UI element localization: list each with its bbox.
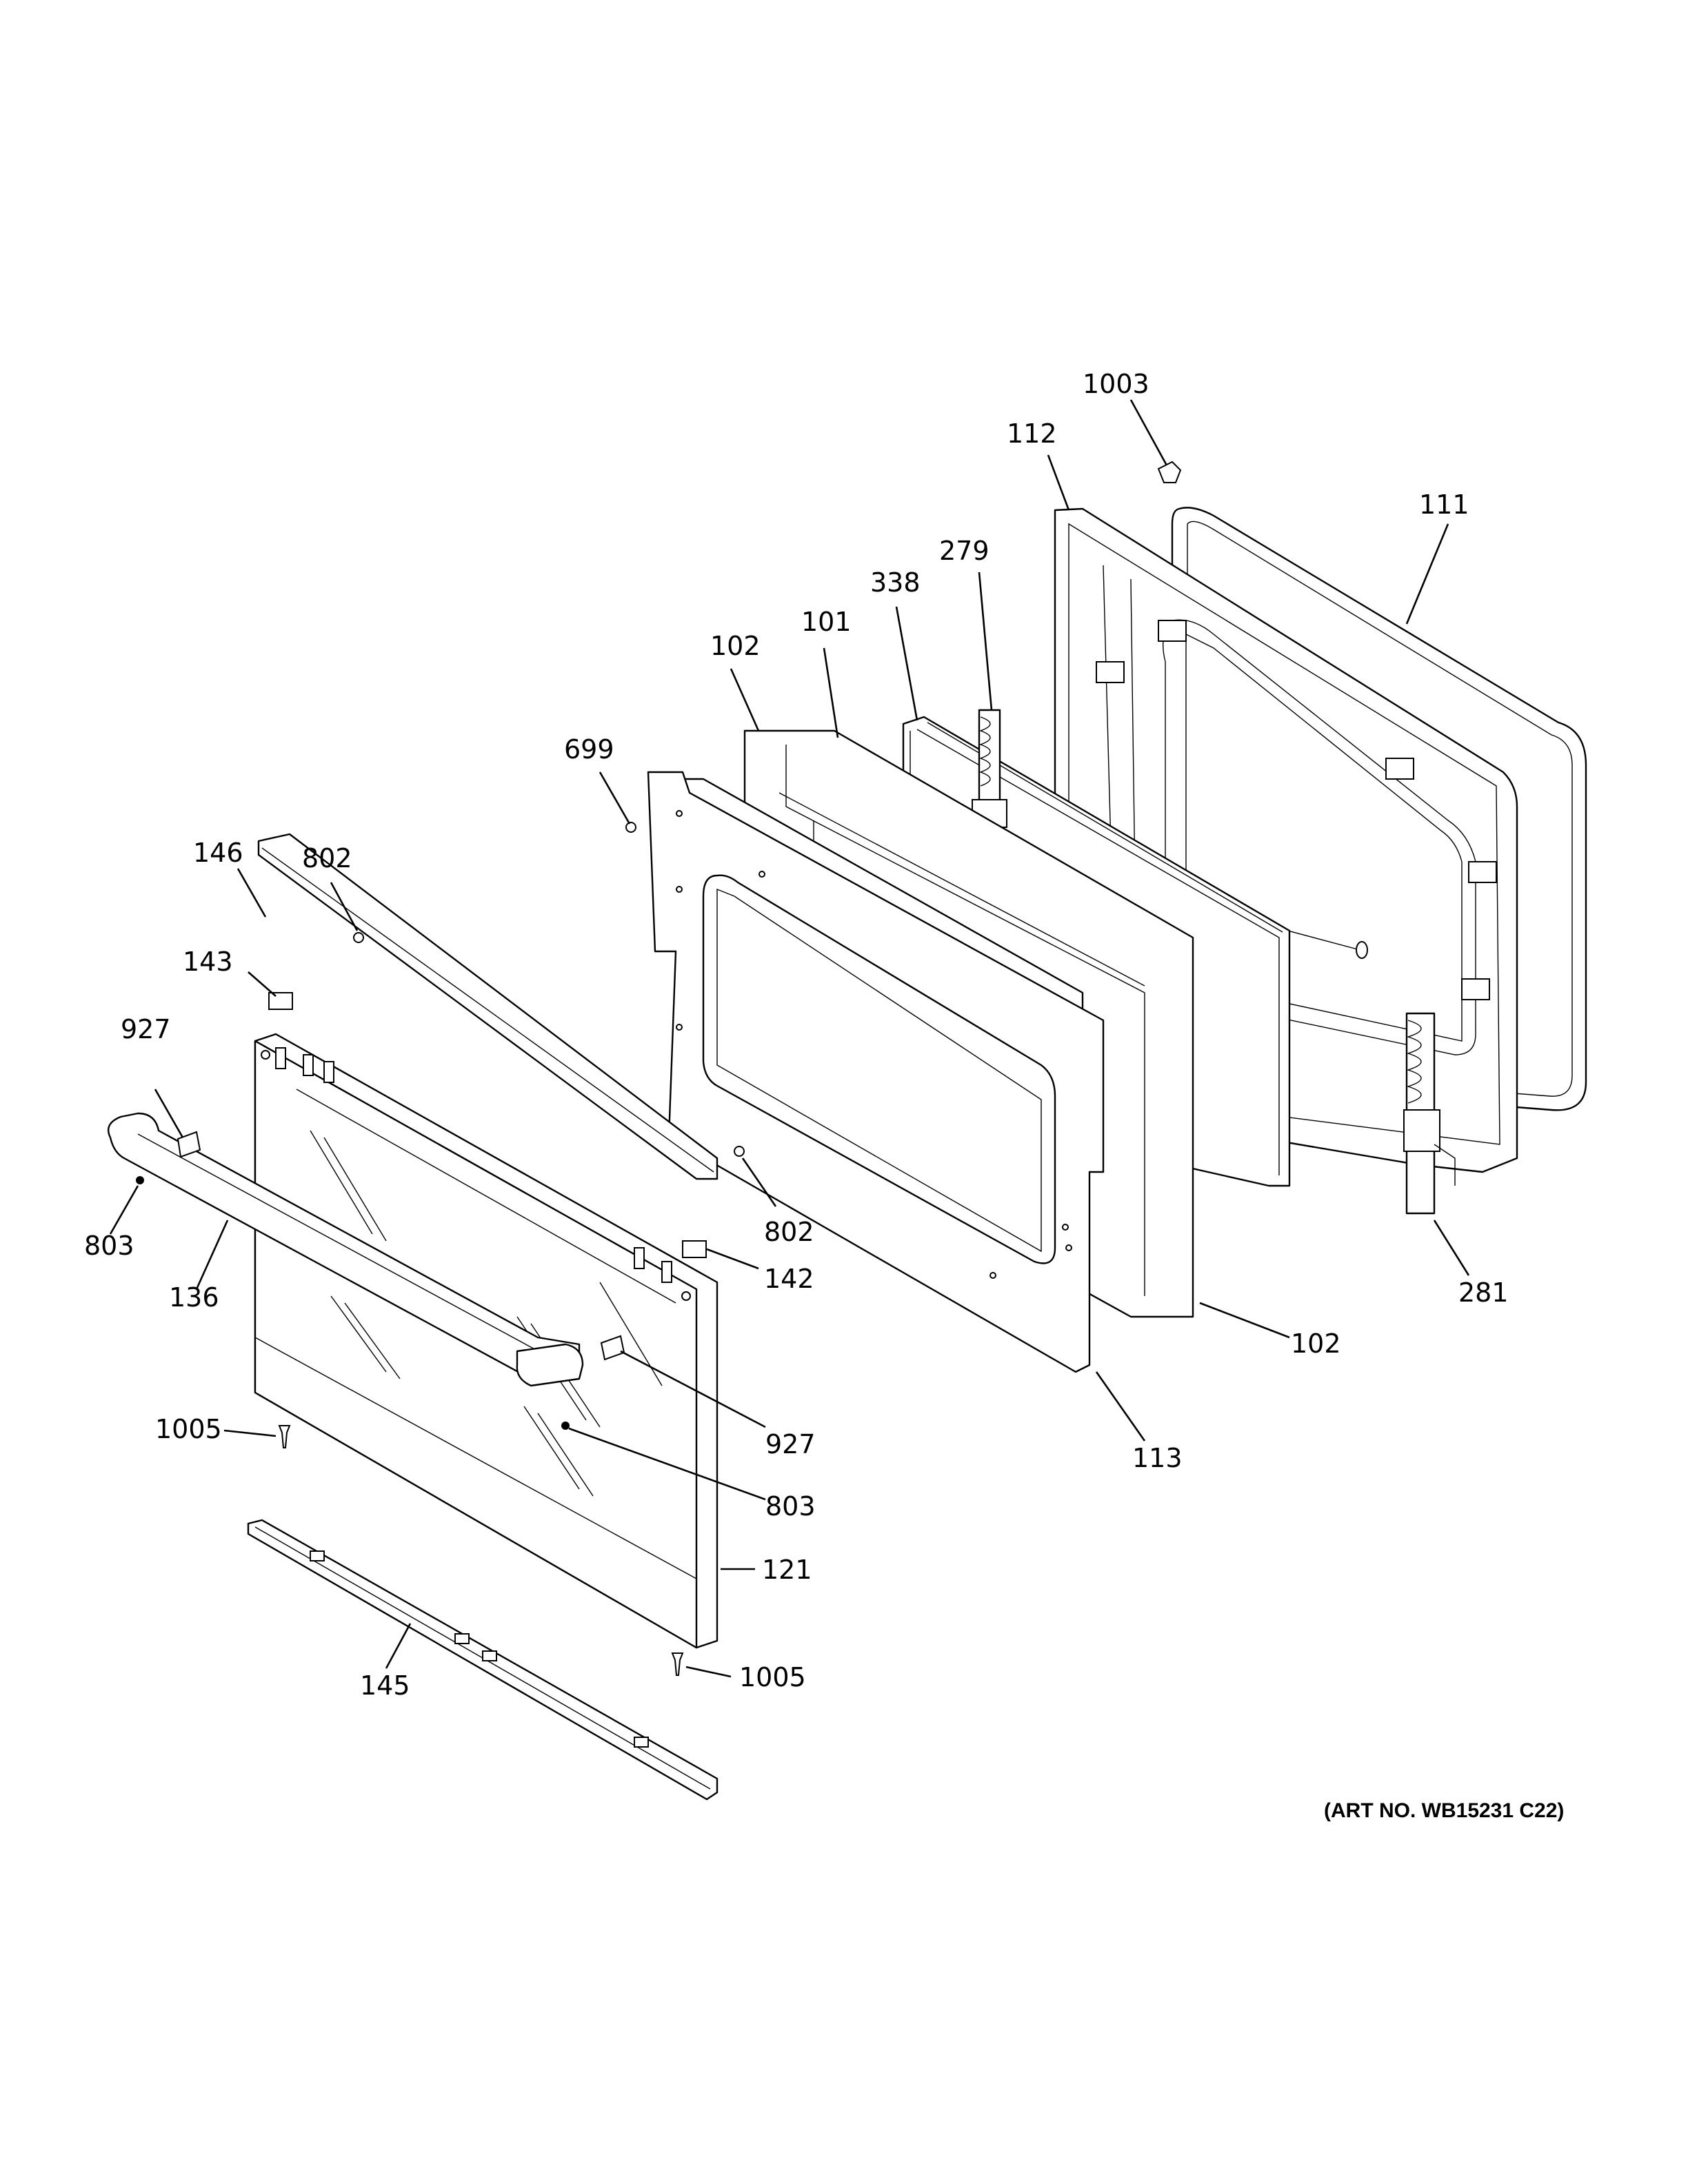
part-803-dot-left — [136, 1176, 144, 1184]
part-113-door-liner — [647, 771, 1105, 1373]
callout-279: 279 — [939, 536, 989, 566]
callout-803-left: 803 — [84, 1231, 134, 1261]
hardware — [136, 461, 1182, 1676]
part-1005-screw-left — [278, 1425, 291, 1448]
callout-802-top: 802 — [302, 843, 352, 873]
callout-143: 143 — [183, 947, 233, 977]
callout-803-right: 803 — [765, 1491, 816, 1521]
callout-112: 112 — [1007, 418, 1057, 449]
art-number: (ART NO. WB15231 C22) — [1324, 1799, 1564, 1822]
callout-111: 111 — [1419, 489, 1469, 520]
callout-136: 136 — [169, 1282, 219, 1313]
part-699-screw — [625, 822, 636, 833]
callout-927-right: 927 — [765, 1429, 816, 1459]
part-145-bottom-trim — [247, 1519, 719, 1801]
part-802-screw-top — [353, 932, 364, 943]
callout-142: 142 — [764, 1264, 814, 1294]
leader-lines — [109, 399, 1470, 1678]
callout-102-bottom: 102 — [1291, 1328, 1341, 1359]
callout-927-left: 927 — [121, 1014, 171, 1044]
part-142-clip — [682, 1240, 707, 1258]
callout-1003: 1003 — [1083, 369, 1149, 399]
part-1005-screw-right — [671, 1652, 684, 1676]
callout-145: 145 — [360, 1670, 410, 1701]
part-146-top-trim — [257, 833, 719, 1180]
callout-146: 146 — [193, 838, 243, 868]
part-803-dot-right — [561, 1422, 570, 1430]
callout-802-mid: 802 — [764, 1217, 814, 1247]
callout-labels: 1003 112 111 279 338 101 102 699 146 802… — [84, 369, 1564, 1822]
callout-1005-left: 1005 — [155, 1414, 222, 1444]
part-802-screw-mid — [734, 1146, 745, 1157]
callout-281: 281 — [1458, 1277, 1509, 1308]
callout-101: 101 — [801, 607, 852, 637]
callout-338: 338 — [870, 567, 921, 598]
part-143-clip — [268, 992, 293, 1010]
callout-1005-right: 1005 — [739, 1662, 806, 1692]
callout-113: 113 — [1132, 1443, 1183, 1473]
part-281-hinge — [1403, 1012, 1456, 1215]
callout-699: 699 — [564, 734, 614, 765]
part-927-stud-left — [177, 1131, 201, 1158]
callout-102-top: 102 — [710, 631, 761, 661]
part-136-handle — [107, 1112, 584, 1387]
callout-121: 121 — [762, 1555, 812, 1585]
part-1003-screw — [1157, 461, 1182, 483]
